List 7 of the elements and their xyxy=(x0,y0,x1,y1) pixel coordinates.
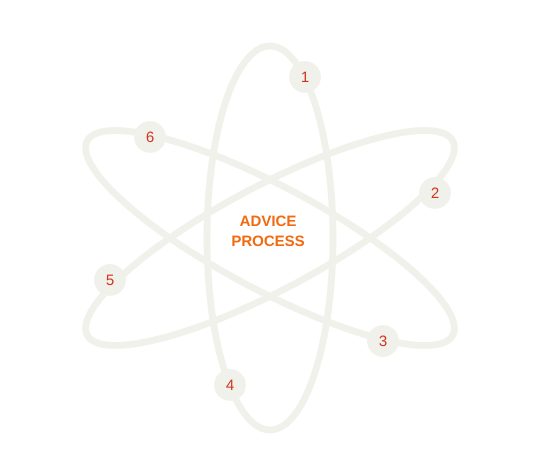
step-number: 6 xyxy=(146,130,154,144)
step-number: 4 xyxy=(226,378,234,392)
center-title: ADVICE PROCESS xyxy=(230,212,306,252)
step-number: 1 xyxy=(300,70,310,84)
step-number: 2 xyxy=(430,186,440,200)
step-number: 5 xyxy=(106,272,114,288)
step-number: 3 xyxy=(378,334,388,348)
